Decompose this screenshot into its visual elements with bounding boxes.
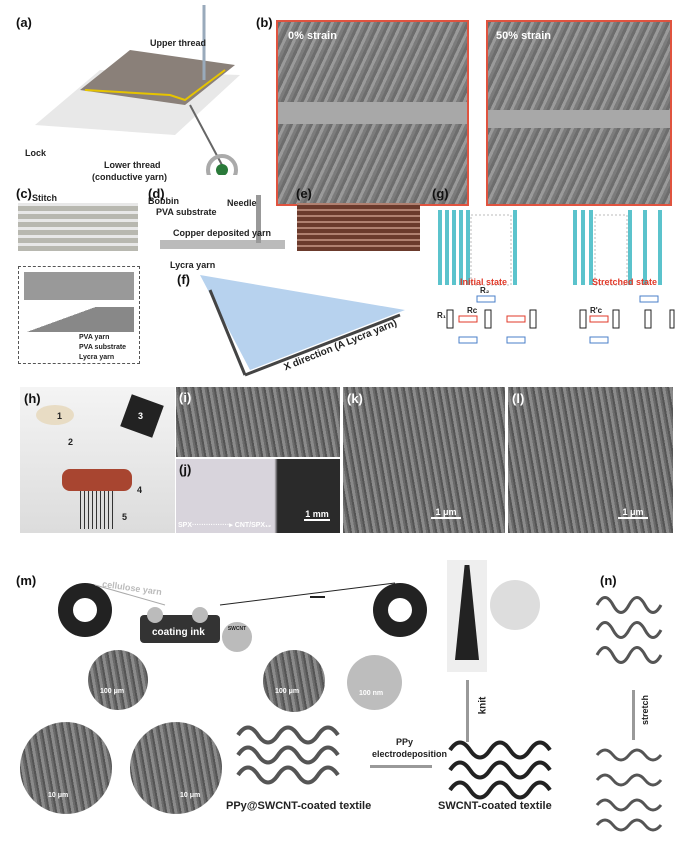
pva-substrate-bar (160, 240, 285, 249)
initial-state-label: Initial state (460, 277, 508, 287)
knit-stretched-diagram (595, 748, 663, 832)
panel-h-label: (h) (24, 391, 41, 406)
lycra-grid-diagram (200, 275, 405, 377)
stretched-state-label: Stretched state (592, 277, 658, 287)
circuit-diagram (446, 295, 675, 344)
panel-m-label: (m) (16, 573, 37, 588)
swcnt-bubble: SWCNT (222, 622, 252, 652)
sem-0-strain: 0% strain (276, 20, 469, 206)
pva-inset: PVA yarn PVA substrate Lycra yarn (18, 266, 140, 364)
scale-100um-2: 100 μm (275, 688, 300, 695)
upper-thread-label: Upper thread (150, 38, 207, 48)
panel-a-label: (a) (16, 15, 32, 30)
ppy-textile-label: PPy@SWCNT-coated textile (226, 800, 372, 812)
conductive-yarn-label: (conductive yarn) (92, 172, 168, 182)
yarn-coil-diagram (438, 210, 662, 286)
pva-photo (18, 203, 138, 251)
panel-f-label: (f) (177, 272, 190, 287)
legend-lycra-yarn: Lycra yarn (79, 354, 115, 361)
coating-ink-label: coating ink (152, 627, 205, 638)
knit-relaxed-diagram (595, 596, 663, 664)
panel-e-label: (e) (296, 186, 312, 201)
knitted-sample-photo (490, 580, 540, 630)
pva-substrate-label: PVA substrate (156, 207, 217, 217)
r2-label: R₂ (480, 286, 490, 295)
panel-i-label: (i) (179, 390, 192, 405)
ppy-label: PPy (396, 737, 414, 747)
spx-fabric-photo: (j) SPX················▸ CNT/SPX₁₂ 1 mm (176, 459, 340, 533)
spool-photo (447, 560, 487, 672)
strain-0-label: 0% strain (288, 30, 337, 42)
needle-shape (256, 195, 261, 243)
scale-10um-2: 10 μm (180, 792, 201, 799)
stretch-arrow (632, 690, 635, 740)
knit-arrow (466, 680, 469, 742)
rc-label: Rᴄ (467, 306, 478, 315)
coating-process-diagram (58, 582, 427, 643)
scale-bar-k: 1 μm (431, 507, 461, 519)
scale-100nm: 100 nm (359, 690, 384, 697)
part-4-label: 4 (137, 485, 143, 495)
stretch-label: stretch (640, 694, 651, 726)
legend-pva-yarn: PVA yarn (79, 334, 110, 341)
panel-j-label: (j) (179, 462, 192, 477)
scale-bar-l: 1 μm (618, 507, 648, 519)
panel-g-label: (g) (432, 186, 449, 201)
panel-d-label: (d) (148, 186, 165, 201)
bobbin-label: Bobbin (148, 196, 179, 206)
part-2-label: 2 (68, 437, 74, 447)
lock-label: Lock (25, 148, 47, 158)
sem-l: (l) 1 μm (508, 387, 673, 533)
sem-coated: 100 μm (263, 650, 325, 712)
swcnt-textile-diagram (448, 740, 552, 800)
panel-n-label: (n) (600, 573, 617, 588)
part-1-label: 1 (57, 411, 63, 421)
copper-fabric-photo (297, 203, 420, 251)
scale-100um-1: 100 μm (100, 688, 125, 695)
sem-k: (k) 1 μm (343, 387, 505, 533)
sem-cellulose: 100 μm (88, 650, 148, 710)
stitch-label: Stitch (32, 193, 58, 203)
part-5-label: 5 (122, 512, 128, 522)
lycra-yarn-label: Lycra yarn (170, 260, 216, 270)
knit-label: knit (477, 696, 489, 715)
sem-ppy-1: 10 μm (20, 722, 112, 814)
scale-10um-1: 10 μm (48, 792, 69, 799)
lower-thread-label: Lower thread (104, 160, 161, 170)
legend-pva-substrate: PVA substrate (79, 344, 127, 351)
knitting-machine-render: (h) 1 2 3 4 5 (20, 387, 175, 533)
sem-ppy-2: 10 μm (130, 722, 222, 814)
r1-label: R₁ (437, 311, 447, 320)
spx-caption: SPX················▸ CNT/SPX₁₂ (178, 522, 272, 529)
panel-c-label: (c) (16, 186, 32, 201)
swcnt-textile-label: SWCNT-coated textile (438, 800, 552, 812)
electrodeposition-label: electrodeposition (372, 749, 448, 759)
needle-label: Needle (227, 198, 257, 208)
electrodeposition-arrow (370, 765, 432, 768)
tem-swcnt: 100 nm (347, 655, 402, 710)
sem-50-strain: 50% strain (486, 20, 672, 206)
panel-k-label: (k) (347, 391, 363, 406)
rc-prime-label: R'ᴄ (590, 306, 603, 315)
strain-50-label: 50% strain (496, 30, 552, 42)
panel-b-label: (b) (256, 15, 273, 30)
sewing-diagram (35, 5, 240, 175)
panel-l-label: (l) (512, 391, 525, 406)
scale-bar-1mm: 1 mm (304, 509, 330, 521)
ppy-textile-diagram (236, 725, 340, 785)
copper-yarn-label: Copper deposited yarn (173, 228, 272, 238)
knit-photos: (i) (176, 387, 340, 457)
part-3-label: 3 (138, 411, 144, 421)
